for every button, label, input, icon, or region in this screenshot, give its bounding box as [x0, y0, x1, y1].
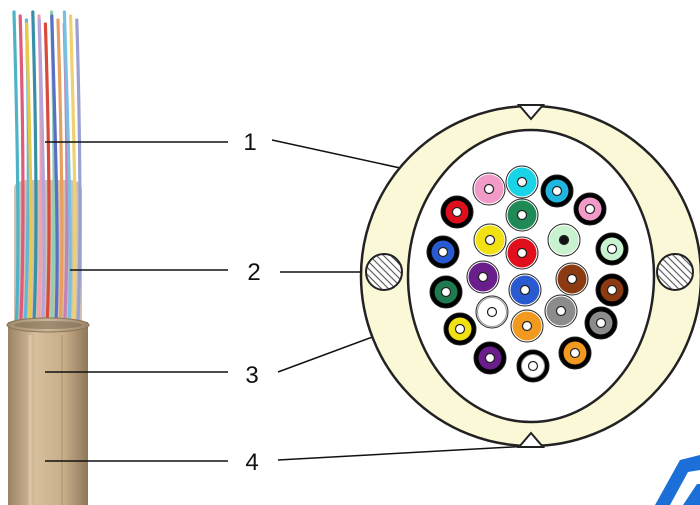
leader-4-right — [278, 446, 530, 460]
fiber-core — [439, 248, 448, 257]
callout-number-2: 2 — [247, 259, 260, 286]
fiber-core — [485, 185, 494, 194]
fiber-15 — [556, 263, 588, 295]
callout-number-3: 3 — [245, 362, 258, 389]
fiber-core — [560, 236, 569, 245]
fiber-20 — [545, 295, 577, 327]
fiber-5 — [441, 196, 473, 228]
fiber-16 — [596, 274, 628, 306]
fiber-13 — [467, 261, 499, 293]
fiber-core — [523, 322, 532, 331]
fiber-core — [453, 208, 462, 217]
fiber-core — [442, 288, 451, 297]
callout-number-4: 4 — [245, 449, 258, 476]
fiber-6 — [506, 199, 538, 231]
strength-member-right — [657, 254, 693, 290]
fiber-12 — [430, 276, 462, 308]
fiber-14 — [509, 274, 541, 306]
fiber-core — [486, 354, 495, 363]
strength-member-left — [366, 254, 402, 290]
fiber-core — [586, 205, 595, 214]
fiber-22 — [474, 342, 506, 374]
fiber-core — [479, 273, 488, 282]
fiber-core — [553, 187, 562, 196]
fiber-23 — [517, 350, 549, 382]
fiber-strand — [20, 16, 23, 330]
fiber-3 — [541, 175, 573, 207]
fiber-core — [529, 362, 538, 371]
fiber-24 — [559, 337, 591, 369]
fiber-core — [488, 308, 497, 317]
fiber-core — [597, 319, 606, 328]
cable-side-view — [7, 12, 89, 505]
fiber-core — [608, 286, 617, 295]
sheath-opening-inner — [14, 321, 82, 329]
fiber-19 — [511, 310, 543, 342]
brand-logo — [655, 455, 700, 505]
fiber-17 — [444, 313, 476, 345]
fiber-7 — [427, 236, 459, 268]
fiber-core — [518, 249, 527, 258]
callout-number-1: 1 — [243, 129, 256, 156]
fiber-1 — [473, 173, 505, 205]
cable-sheath — [8, 322, 88, 505]
fiber-10 — [548, 224, 580, 256]
fiber-core — [557, 307, 566, 316]
fiber-core — [608, 245, 617, 254]
fiber-core — [521, 286, 530, 295]
fiber-9 — [506, 237, 538, 269]
fiber-21 — [585, 307, 617, 339]
fiber-8 — [474, 224, 506, 256]
fiber-core — [456, 325, 465, 334]
fiber-4 — [574, 193, 606, 225]
fiber-11 — [596, 233, 628, 265]
fiber-2 — [506, 166, 538, 198]
fiber-core — [571, 349, 580, 358]
cable-cross-section — [361, 105, 700, 447]
fiber-core — [568, 275, 577, 284]
fiber-core — [486, 236, 495, 245]
fiber-core — [518, 211, 527, 220]
fiber-core — [518, 178, 527, 187]
fiber-18 — [476, 296, 508, 328]
